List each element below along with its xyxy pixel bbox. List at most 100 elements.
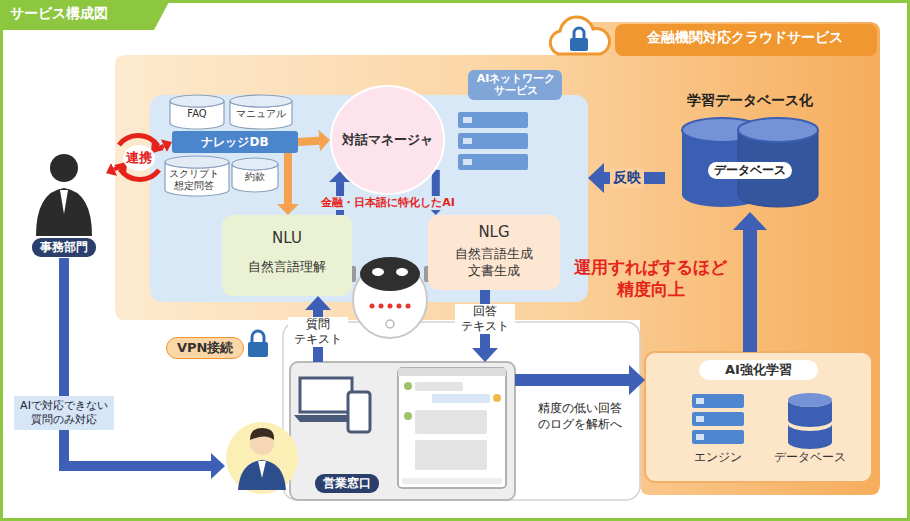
node-text: マニュアル (236, 108, 286, 120)
accuracy-note: 運用すればするほど 精度向上 (563, 256, 738, 300)
cloud-lock-icon (574, 28, 584, 38)
chat-screen (415, 410, 487, 434)
engine-icon (696, 398, 704, 404)
robot-illustration (388, 304, 393, 309)
node-text: スクリプト 想定問答 (166, 168, 222, 192)
node-text: 営業窓口 (315, 474, 379, 493)
white-panel (283, 322, 640, 500)
node-text: 自然言語理解 (248, 259, 326, 275)
chat-screen (398, 368, 506, 488)
node-text: ナレッジDB (201, 133, 268, 151)
edge-label-wrap: 回答 テキスト (455, 304, 515, 334)
knowledge-band: ナレッジDB (172, 131, 298, 153)
cloud-region-shape (615, 24, 877, 56)
node-text: AIネットワーク サービス (470, 73, 562, 97)
robot-illustration (406, 304, 411, 309)
node-text: 約款 (245, 171, 265, 183)
knowledge-cylinder: マニュアル (230, 95, 292, 129)
robot-illustration (379, 304, 384, 309)
engine-icon (692, 430, 744, 444)
note-text: VPN接続 (166, 337, 244, 359)
office-person (36, 154, 92, 236)
edge-label-wrap: AIで対応できない 質問のみ対応 (14, 396, 114, 430)
diagram-title: サービス構成図 (10, 5, 108, 23)
server-icon (463, 138, 472, 144)
node-text: データベース (765, 450, 855, 465)
chat-screen (415, 382, 463, 391)
cylinder-top (170, 95, 224, 107)
edge-label-wrap: 精度の低い回答 のログを解析へ (530, 400, 630, 432)
edge-label: 質問 テキスト (288, 317, 348, 347)
office-person (36, 188, 92, 236)
counter-person (250, 428, 274, 440)
robot-illustration (360, 257, 420, 291)
chat-screen (404, 412, 412, 420)
edge-label-wrap: 反映 (610, 168, 644, 188)
node-text: NLG (478, 223, 509, 242)
note-text: 運用すればするほど 精度向上 (563, 256, 738, 300)
node-text: NLU (272, 229, 302, 248)
feature-note: 金融・日本語に特化したAI (316, 196, 460, 210)
device-panel (300, 378, 352, 412)
engine-icon (696, 416, 704, 422)
chat-screen (493, 394, 501, 402)
chat-screen (398, 368, 506, 376)
person-node: 事務部門 (22, 145, 106, 258)
office-person (60, 190, 68, 214)
robot-illustration (386, 320, 394, 328)
connector-arrow (284, 153, 292, 204)
reinforcement-box-shape (645, 352, 872, 482)
server-icon (463, 159, 472, 165)
chat-screen (398, 368, 506, 488)
title-tab (0, 0, 170, 30)
vpn-lock-icon (252, 331, 264, 342)
learning-database-cylinders (738, 118, 818, 142)
cloud-lock-icon (550, 17, 609, 54)
learning-node: AI強化学習エンジンデータベース (645, 352, 872, 482)
title-wrap: サービス構成図 (10, 5, 108, 23)
edge-label: 精度の低い回答 のログを解析へ (530, 400, 630, 432)
node-text: AI強化学習 (699, 360, 818, 380)
node-text: データベース (708, 162, 792, 179)
counter-node: 営業窓口 (225, 362, 515, 502)
cloud-region: FAQマニュアルナレッジDBスクリプト 想定問答約款対話マネージャNLU自然言語… (115, 20, 880, 495)
learning-database-cylinders (682, 118, 818, 207)
node-text: 事務部門 (32, 238, 96, 257)
chat-screen (404, 382, 412, 390)
cloud-lock-icon (550, 17, 609, 54)
cylinder-top (230, 95, 292, 107)
vpn-lock-icon (248, 342, 268, 357)
node-text: 自然言語生成 文書生成 (434, 245, 554, 279)
office-person (50, 154, 78, 182)
chat-screen (402, 478, 502, 484)
connector-arrow (515, 374, 629, 386)
process-box: NLU 自然言語理解 (222, 215, 352, 296)
database-icon (788, 424, 832, 449)
white-panel (283, 322, 640, 500)
robot-illustration (370, 304, 375, 309)
edge-label: 回答 テキスト (455, 304, 515, 334)
circle-fill (331, 86, 444, 194)
title-tab (0, 0, 170, 30)
coordination-arrows (114, 135, 164, 179)
cloud-region-shape (115, 22, 880, 495)
engine-icon (692, 394, 744, 408)
robot-illustration (372, 268, 384, 276)
cloud-region-shape (115, 22, 880, 495)
edge-label-wrap: 質問 テキスト (288, 317, 348, 347)
database-icon (788, 393, 832, 449)
server-icon (458, 133, 528, 149)
network-panel: FAQマニュアルナレッジDBスクリプト 想定問答約款対話マネージャNLU自然言語… (150, 70, 588, 302)
vpn-label: VPN接続 (166, 337, 244, 359)
connector-arrow (743, 230, 757, 352)
robot-illustration (396, 268, 408, 276)
connector-arrow (64, 258, 211, 466)
edge-label: AIで対応できない 質問のみ対応 (14, 396, 114, 430)
node-text: 学習データベース化 (687, 92, 813, 110)
knowledge-cylinder: スクリプト 想定問答 (165, 156, 229, 196)
process-box: NLG 自然言語生成 文書生成 (428, 215, 560, 290)
edge-label: 連携 (123, 145, 155, 171)
